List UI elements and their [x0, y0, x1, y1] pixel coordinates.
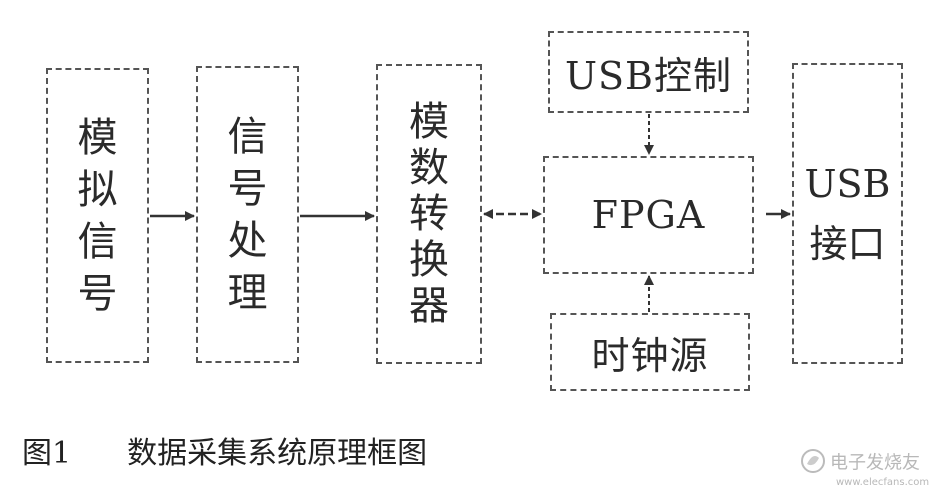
block-usb-control: USB控制: [548, 31, 749, 113]
watermark-url: www.elecfans.com: [836, 477, 930, 488]
clock-source-label: 时钟源: [591, 333, 709, 378]
signal-processing-label: 信号处理: [227, 113, 268, 316]
elecfans-logo-icon: [800, 448, 826, 479]
block-signal-processing: 信号处理: [196, 66, 299, 363]
watermark: 电子发烧友 www.elecfans.com: [800, 448, 929, 488]
fpga-label: FPGA: [591, 193, 706, 237]
figure-caption: 图1 数据采集系统原理框图: [22, 428, 427, 472]
block-fpga: FPGA: [543, 156, 754, 274]
analog-signal-label: 模拟信号: [77, 114, 118, 317]
block-analog-signal: 模拟信号: [46, 68, 149, 363]
figure-title: 数据采集系统原理框图: [127, 436, 428, 471]
block-usb-interface: USB 接口: [792, 63, 903, 364]
watermark-text: 电子发烧友: [830, 452, 920, 474]
block-clock-source: 时钟源: [550, 313, 750, 391]
figure-number: 图1: [22, 436, 72, 471]
usb-interface-label: USB 接口: [804, 161, 891, 266]
adc-label: 模数转换器: [409, 99, 449, 329]
usb-control-label: USB控制: [565, 53, 732, 98]
block-adc: 模数转换器: [376, 64, 482, 364]
